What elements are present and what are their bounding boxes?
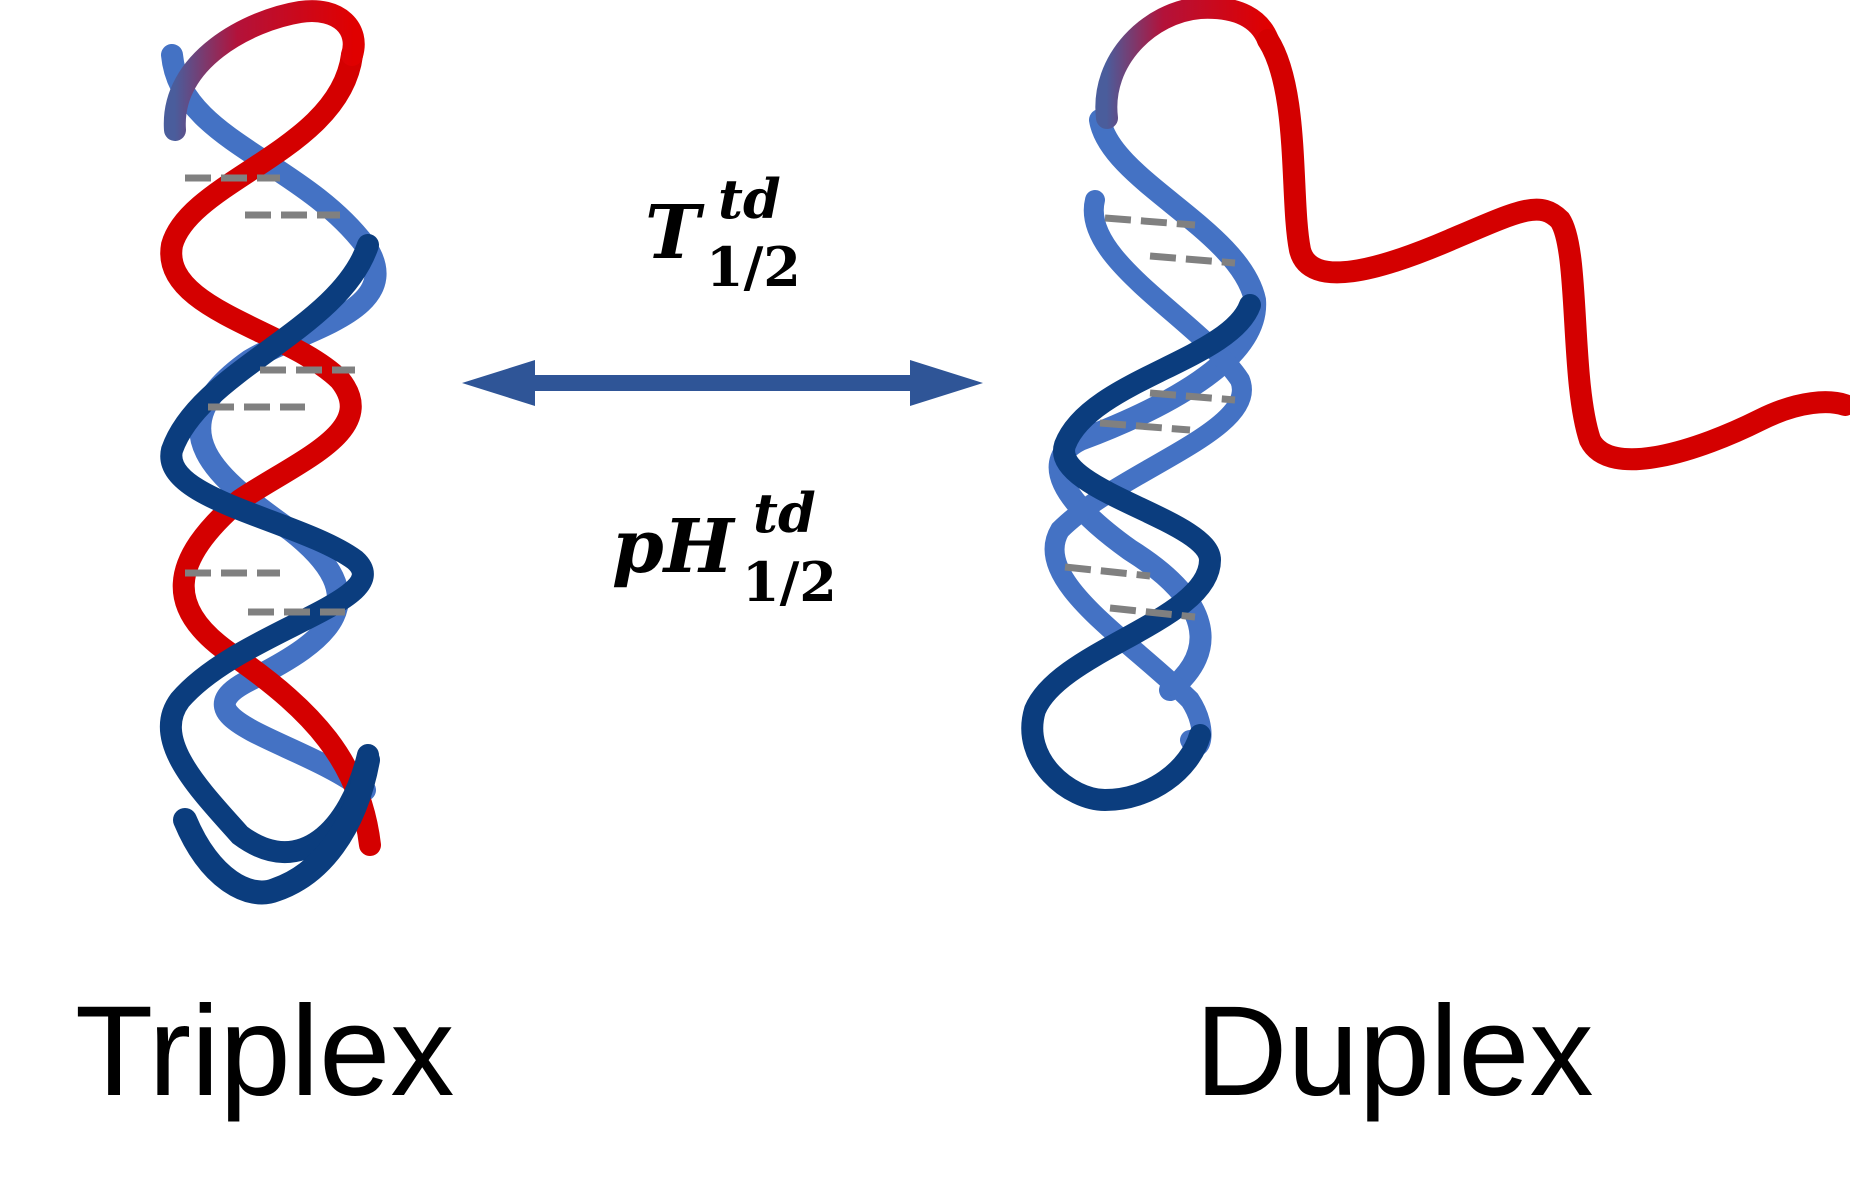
triplex-light-blue-strand [161,44,387,801]
duplex-light-blue-strand-2 [1044,190,1252,757]
duplex-hbond [1109,604,1196,621]
temperature-subscript: 1/2 [706,235,801,299]
duplex-hbond [1149,389,1236,404]
duplex-top-loop [1095,0,1279,129]
triplex-label: Triplex [75,980,454,1123]
duplex-hbond [1149,252,1236,267]
ph-superscript: td [753,481,816,545]
ph-half-label: pH td 1/2 [612,481,837,614]
triplex-helix [159,0,387,905]
ph-symbol: pH [612,504,736,590]
temperature-symbol: T [645,190,705,276]
duplex-hbond [1064,563,1151,580]
triplex-bottom-loop [173,748,380,905]
duplex-helix [1021,0,1850,812]
duplex-hbond [1099,419,1191,434]
arrow-head-right [910,360,983,406]
equilibrium-arrow [462,360,983,406]
ph-subscript: 1/2 [742,550,837,614]
temperature-half-label: T td 1/2 [645,167,801,299]
temperature-superscript: td [718,167,781,231]
triplex-top-loop [163,0,365,141]
triplex-red-strand [160,44,381,856]
triplex-dark-blue-strand [159,234,379,864]
arrow-head-left [462,360,535,406]
duplex-dark-blue-strand [1021,294,1261,812]
duplex-hbond [1104,214,1196,229]
duplex-red-tail [1257,29,1850,471]
duplex-label: Duplex [1195,980,1593,1123]
